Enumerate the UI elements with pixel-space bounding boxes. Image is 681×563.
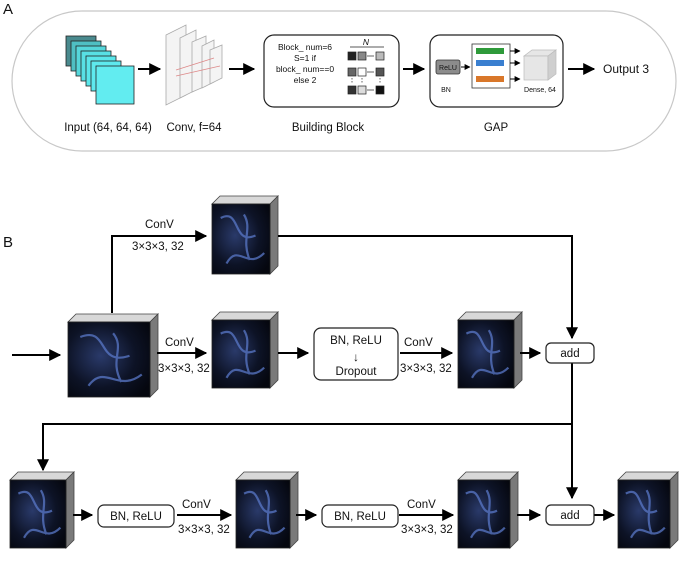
add-box-bottom xyxy=(545,504,595,526)
add-label-bottom: add xyxy=(560,510,579,522)
bn-relu-box-lower-1 xyxy=(97,504,175,528)
input-caption: Input (64, 64, 64) xyxy=(64,122,152,134)
bn-relu-box-lower-2 xyxy=(321,504,399,528)
dense-block-icon xyxy=(522,49,558,81)
building-block-caption: Building Block xyxy=(292,122,364,134)
panel-a-frame xyxy=(11,10,677,152)
gap-bar-orange xyxy=(476,76,504,82)
relu-chip xyxy=(435,59,461,75)
dropout-label: Dropout xyxy=(336,366,378,378)
dense-label: Dense, 64 xyxy=(524,87,556,94)
block-text-line-4: else 2 xyxy=(294,75,317,85)
conv-layer-icon xyxy=(165,24,223,106)
feature-map-lower-1 xyxy=(9,471,75,549)
panel-a-label: A xyxy=(3,1,13,18)
kernel-label-lower-2: 3×3×3, 32 xyxy=(401,524,453,536)
kernel-label-skip: 3×3×3, 32 xyxy=(132,241,184,253)
feature-map-skip xyxy=(211,195,279,275)
bn-relu-dropout-box xyxy=(313,327,399,381)
conv-label-main-1: ConV xyxy=(165,337,194,349)
down-arrow: ↓ xyxy=(353,350,359,364)
block-n-label: N xyxy=(363,37,370,47)
bn-relu-label-top: BN, ReLU xyxy=(330,335,382,347)
block-text-line-2: S=1 if xyxy=(294,53,317,63)
block-text-line-1: Block_ num=6 xyxy=(278,42,332,52)
panel-b-label: B xyxy=(3,234,13,251)
conv-label-lower-1: ConV xyxy=(182,499,211,511)
block-text-line-3: block_ num==0 xyxy=(276,64,334,74)
feature-map-conv-2 xyxy=(457,311,523,389)
conv-caption: Conv, f=64 xyxy=(166,122,222,134)
kernel-label-main-1: 3×3×3, 32 xyxy=(158,363,210,375)
kernel-label-main-2: 3×3×3, 32 xyxy=(400,363,452,375)
feature-map-lower-3 xyxy=(457,471,519,549)
feature-map-output xyxy=(617,471,679,549)
input-volume-stack xyxy=(65,35,135,105)
conv-label-main-2: ConV xyxy=(404,337,433,349)
gap-bar-blue xyxy=(476,60,504,66)
gap-bar-green xyxy=(476,48,504,54)
bn-label: BN xyxy=(441,87,451,94)
gap-caption: GAP xyxy=(484,122,509,134)
feature-map-lower-2 xyxy=(235,471,299,549)
add-box-top xyxy=(545,342,595,364)
output-label: Output 3 xyxy=(603,62,649,76)
feature-map-conv-1 xyxy=(211,311,279,389)
bn-relu-label-lower-1: BN, ReLU xyxy=(110,511,162,523)
conv-label-lower-2: ConV xyxy=(407,499,436,511)
kernel-label-lower-1: 3×3×3, 32 xyxy=(178,524,230,536)
feature-map-input xyxy=(67,313,159,398)
add-label-top: add xyxy=(560,348,579,360)
relu-label: ReLU xyxy=(439,65,457,72)
connectors xyxy=(12,230,616,521)
conv-label-skip: ConV xyxy=(145,219,174,231)
bn-relu-label-lower-2: BN, ReLU xyxy=(334,511,386,523)
block-grid-icon xyxy=(347,46,385,95)
